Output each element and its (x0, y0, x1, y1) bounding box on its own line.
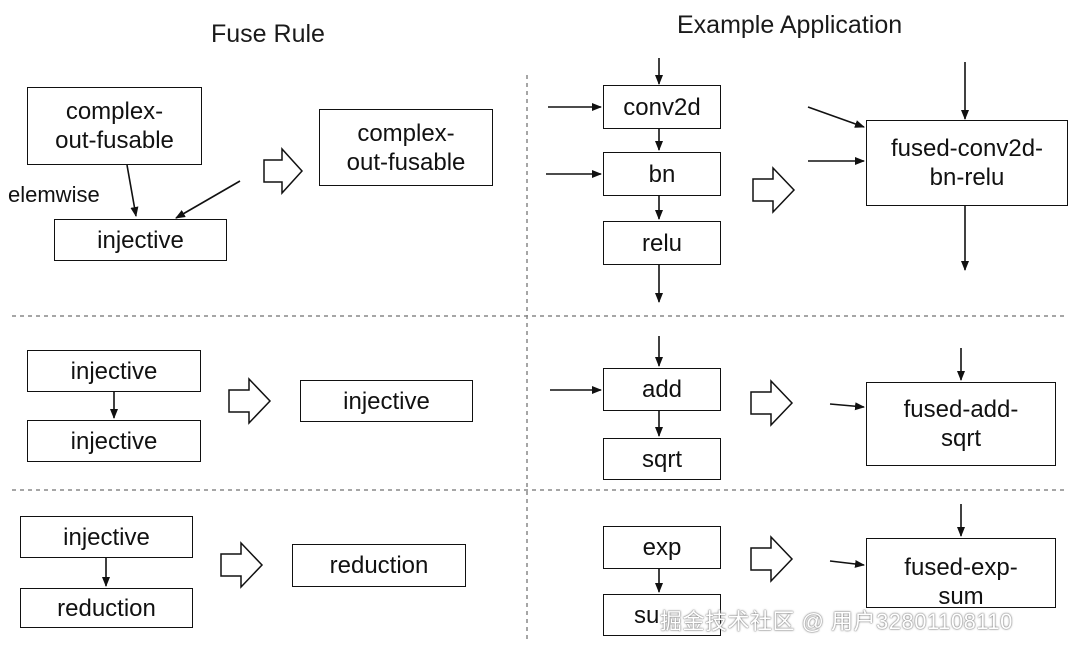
box-label-line: fused-conv2d- (890, 135, 1044, 162)
fused-exp-sum-box: fused-exp-sum (866, 538, 1056, 608)
arrow-complex-to-injective (126, 164, 139, 217)
box-label-line: fused-exp- (904, 554, 1018, 581)
fuse-arrow-row2-rule (228, 377, 272, 425)
reduction-box: reduction (20, 588, 193, 628)
box-label-line: fused-add- (903, 396, 1019, 423)
arrow-into-fused-add-left (829, 402, 865, 411)
relu-op-box: relu (603, 221, 721, 265)
injective-bottom-box: injective (27, 420, 201, 462)
fuse-rule-header: Fuse Rule (211, 20, 325, 48)
box-label-line: out-fusable (346, 148, 466, 176)
add-op-box: add (603, 368, 721, 411)
arrow-into-fused-conv-left1 (807, 106, 865, 128)
conv2d-op-box: conv2d (603, 85, 721, 129)
example-application-header: Example Application (677, 11, 903, 39)
injective-upstream-box: injective (20, 516, 193, 558)
fused-conv2d-bn-relu-box: fused-conv2d-bn-relu (866, 120, 1068, 206)
fuse-arrow-row2-example (750, 379, 794, 427)
box-label-line: complex- (357, 119, 455, 147)
reduction-result-box: reduction (292, 544, 466, 587)
fuse-arrow-row3-rule (220, 541, 264, 589)
elemwise-edge-label: elemwise (8, 182, 100, 207)
complex-out-fusable-box: complex-out-fusable (27, 87, 202, 165)
injective-top-box: injective (27, 350, 201, 392)
watermark-text: 掘金技术社区 @ 用户32801108110 (660, 609, 1013, 634)
fused-add-sqrt-box: fused-add-sqrt (866, 382, 1056, 466)
fuse-arrow-row3-example (750, 535, 794, 583)
fuse-arrow-row1-rule (263, 147, 304, 195)
box-label-line: sqrt (940, 425, 981, 452)
sum-op-box: su (603, 594, 721, 636)
box-label-line: out-fusable (55, 127, 174, 154)
box-label-line: bn-relu (929, 164, 1005, 191)
arrow-into-fused-exp-left (829, 559, 865, 568)
box-label-line: sum (938, 583, 984, 608)
complex-out-fusable-result-box: complex-out-fusable (319, 109, 493, 186)
bn-op-box: bn (603, 152, 721, 196)
injective-target-box: injective (54, 219, 227, 261)
box-label-line: complex- (65, 98, 164, 125)
sqrt-op-box: sqrt (603, 438, 721, 480)
exp-op-box: exp (603, 526, 721, 569)
fuse-arrow-row1-example (752, 166, 796, 214)
injective-result-box: injective (300, 380, 473, 422)
arrow-external-to-injective (175, 180, 241, 219)
